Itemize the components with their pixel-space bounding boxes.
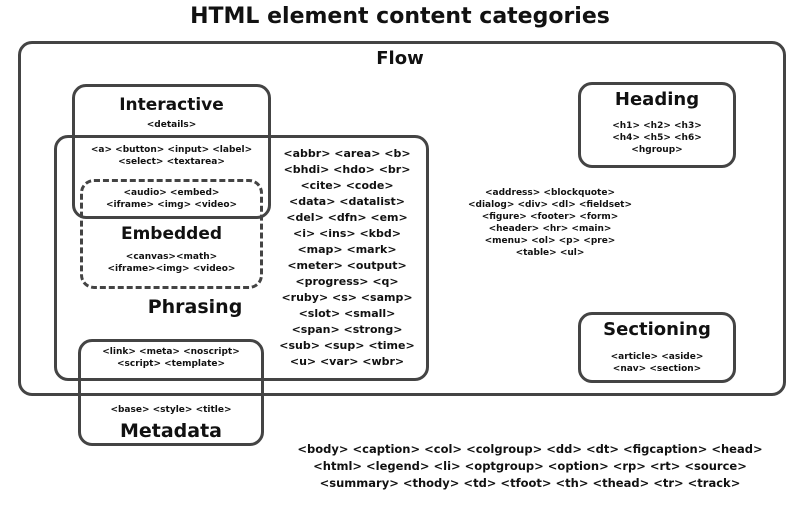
- tag-line: <article> <aside>: [610, 352, 704, 362]
- tag-line: <span> <strong>: [291, 323, 403, 336]
- interactive-phrasing-tags: <a> <button> <input> <label> <select> <te…: [72, 144, 271, 168]
- tag-line: <iframe><img> <video>: [107, 264, 236, 274]
- flow-label: Flow: [376, 48, 424, 69]
- tag-line: <u> <var> <wbr>: [289, 355, 405, 368]
- tag-line: <table> <ul>: [515, 248, 585, 258]
- flow-box: [18, 41, 786, 396]
- tag-line: <menu> <ol> <p> <pre>: [484, 236, 616, 246]
- tag-line: <h4> <h5> <h6>: [612, 133, 702, 143]
- tag-line: <data> <datalist>: [289, 195, 405, 208]
- tag-line: <progress> <q>: [295, 275, 399, 288]
- tag-line: <script> <template>: [116, 359, 226, 369]
- tag-line: <header> <hr> <main>: [488, 224, 612, 234]
- tag-line: <html> <legend> <li> <optgroup> <option>…: [313, 459, 747, 473]
- tag-line: <map> <mark>: [297, 243, 397, 256]
- interactive-label: Interactive: [119, 95, 224, 115]
- tag-line: <slot> <small>: [298, 307, 396, 320]
- heading-label: Heading: [614, 89, 700, 110]
- tag-line: <cite> <code>: [300, 179, 394, 192]
- tag-line: <bhdi> <hdo> <br>: [283, 163, 411, 176]
- tag-line: <summary> <thody> <td> <tfoot> <th> <the…: [319, 476, 741, 490]
- uncategorized-tags: <body> <caption> <col> <colgroup> <dd> <…: [270, 441, 790, 492]
- tag-line: <canvas><math>: [125, 252, 218, 262]
- tag-line: <sub> <sup> <time>: [279, 339, 415, 352]
- tag-line: <hgroup>: [631, 145, 683, 155]
- tag-line: <body> <caption> <col> <colgroup> <dd> <…: [297, 442, 763, 456]
- tag-line: <meter> <output>: [287, 259, 407, 272]
- tag-line: <details>: [146, 120, 197, 130]
- tag-line: <link> <meta> <noscript>: [102, 347, 240, 357]
- diagram-title: HTML element content categories: [190, 4, 610, 29]
- metadata-tags: <base> <style> <title>: [78, 404, 264, 416]
- tag-line: <h1> <h2> <h3>: [612, 121, 702, 131]
- phrasing-box: [54, 135, 429, 381]
- sectioning-label: Sectioning: [603, 319, 711, 340]
- embedded-box: [80, 179, 263, 289]
- tag-line: <address> <blockquote>: [485, 188, 615, 198]
- phrasing-label: Phrasing: [147, 296, 243, 318]
- embedded-tags: <canvas><math> <iframe><img> <video>: [80, 251, 263, 275]
- tag-line: <base> <style> <title>: [110, 405, 232, 415]
- metadata-label: Metadata: [119, 420, 223, 442]
- tag-line: <ruby> <s> <samp>: [281, 291, 413, 304]
- phrasing-tags: <abbr> <area> <b> <bhdi> <hdo> <br> <cite>…: [272, 146, 422, 370]
- tag-line: <dialog> <div> <dl> <fieldset>: [467, 200, 633, 210]
- sectioning-box: [578, 312, 736, 383]
- metadata-box: [78, 339, 264, 446]
- tag-line: <a> <button> <input> <label>: [90, 145, 253, 155]
- tag-line: <abbr> <area> <b>: [283, 147, 411, 160]
- embedded-interactive-tags: <audio> <embed> <iframe> <img> <video>: [80, 187, 263, 211]
- embedded-label: Embedded: [120, 224, 223, 244]
- heading-box: [578, 82, 736, 168]
- tag-line: <del> <dfn> <em>: [286, 211, 408, 224]
- metadata-phrasing-tags: <link> <meta> <noscript> <script> <templa…: [78, 346, 264, 370]
- tag-line: <i> <ins> <kbd>: [293, 227, 401, 240]
- tag-line: <iframe> <img> <video>: [105, 200, 238, 210]
- tag-line: <figure> <footer> <form>: [481, 212, 619, 222]
- heading-tags: <h1> <h2> <h3> <h4> <h5> <h6> <hgroup>: [578, 120, 736, 156]
- tag-line: <audio> <embed>: [123, 188, 220, 198]
- tag-line: <select> <textarea>: [118, 157, 225, 167]
- interactive-box: [72, 84, 271, 219]
- flow-tags: <address> <blockquote> <dialog> <div> <dl…: [450, 187, 650, 259]
- sectioning-tags: <article> <aside> <nav> <section>: [578, 351, 736, 375]
- tag-line: <nav> <section>: [612, 364, 702, 374]
- interactive-only-tags: <details>: [72, 119, 271, 131]
